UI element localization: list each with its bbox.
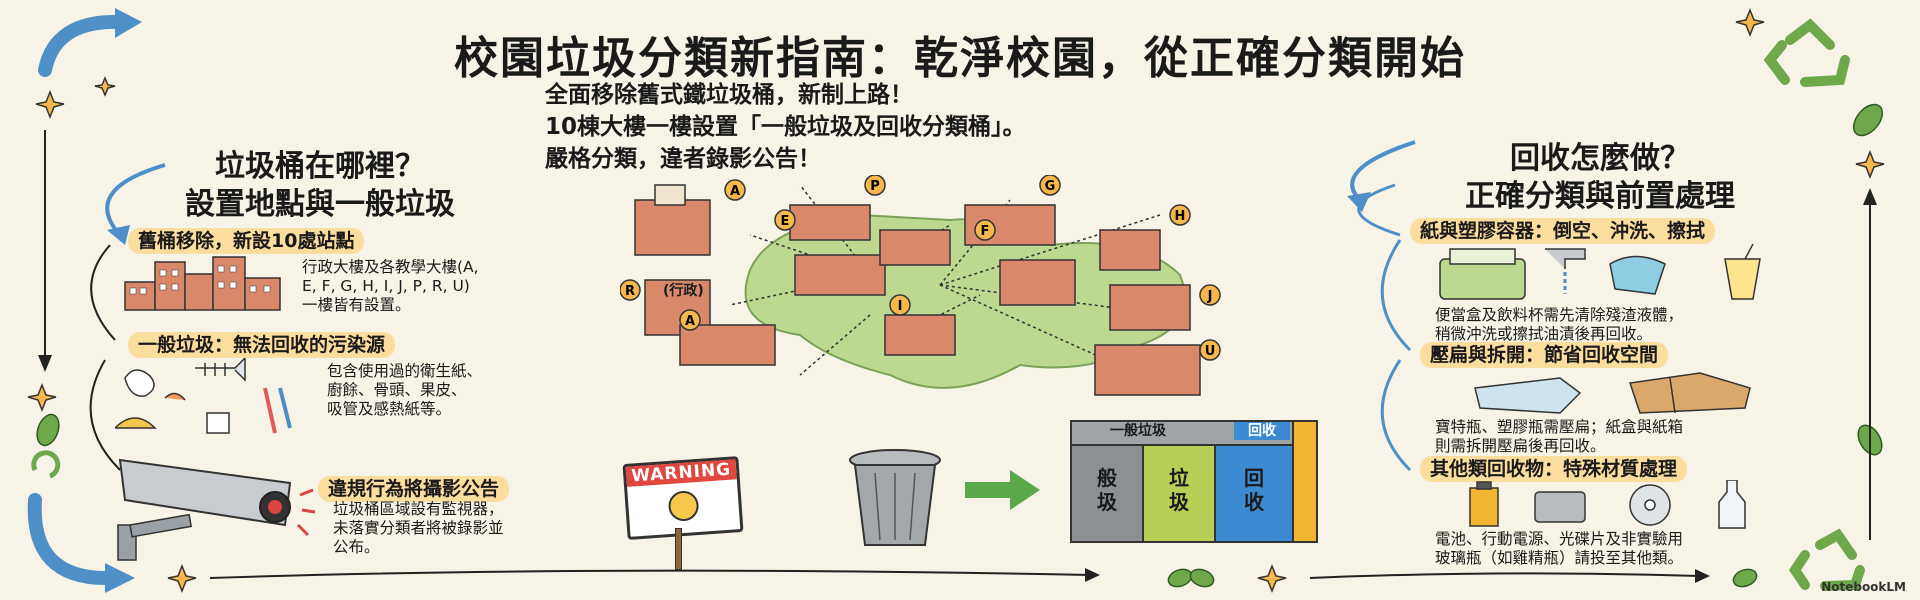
old-trash-can-icon [849,449,941,546]
special-items-icons [1469,480,1746,529]
warning-sign-label: WARNING [625,459,737,487]
left-section-2-line: 包含使用過的衛生紙、 [327,362,483,380]
left-section-2-line: 吸管及感熱紙等。 [327,400,452,418]
right-section-2-body: 寶特瓶、塑膠瓶需壓扁；紙盒與紙箱 則需拆開壓扁後再回收。 [1435,418,1683,456]
right-section-2-line: 寶特瓶、塑膠瓶需壓扁；紙盒與紙箱 [1435,418,1684,436]
left-section-2-title: 一般垃圾：無法回收的污染源 [128,330,396,358]
left-section-3-title: 違規行為將攝影公告 [318,474,510,502]
left-section-1-body: 行政大樓及各教學大樓(A, E, F, G, H, I, J, P, R, U)… [302,258,479,315]
bin-recycle-label: 收 [1244,490,1264,514]
bin-middle: 垃 圾 [1142,444,1216,543]
bin-general-label: 般 [1097,466,1117,490]
left-section-3-label: 違規行為將攝影公告 [318,476,510,502]
smiley-icon [667,489,700,522]
building-cluster-icon [124,256,281,311]
flatten-items-icons [1474,372,1751,414]
left-section-2-line: 廚餘、骨頭、果皮、 [327,381,467,399]
bin-side-panel [1292,420,1318,543]
page-title: 校園垃圾分類新指南：乾淨校園，從正確分類開始 [454,33,1466,84]
left-section-2-body: 包含使用過的衛生紙、 廚餘、骨頭、果皮、 吸管及感熱紙等。 [327,362,482,419]
left-heading-title: 垃圾桶在哪裡？ [215,149,425,184]
bin-panel-recycle-label: 回收 [1234,422,1290,440]
right-section-2-line: 則需拆開壓扁後再回收。 [1435,437,1606,455]
right-section-1-title: 紙與塑膠容器：倒空、沖洗、擦拭 [1410,216,1716,244]
building-label-a2: A [685,314,695,329]
bin-panel-general-label: 一般垃圾 [1110,423,1166,439]
sign-post [675,528,682,570]
right-section-1-body: 便當盒及飲料杯需先清除殘渣液體， 稍微沖洗或擦拭油漬後再回收。 [1435,306,1683,344]
right-section-1-line: 稍微沖洗或擦拭油漬後再回收。 [1435,325,1653,343]
arrow-right-icon [965,470,1040,510]
left-section-2-label: 一般垃圾：無法回收的污染源 [128,332,396,358]
bin-general: 般 圾 [1070,444,1144,543]
general-waste-icons [115,358,292,434]
right-section-3-body: 電池、行動電源、光碟片及非實驗用 玻璃瓶（如雞精瓶）請投至其他類。 [1435,530,1683,568]
left-section-1-line: 行政大樓及各教學大樓(A, [302,258,479,276]
bin-middle-label: 圾 [1169,490,1189,514]
bin-middle-label: 垃 [1169,466,1189,490]
left-section-3-line: 垃圾桶區域設有監視器， [333,500,504,518]
building-label-a: A [730,184,740,199]
left-section-1-title: 舊桶移除，新設10處站點 [128,226,365,254]
bin-recycle: 回 收 [1214,444,1294,543]
right-heading-title: 回收怎麼做？ [1510,141,1690,176]
bin-recycle-label: 回 [1244,466,1264,490]
left-section-1-label: 舊桶移除，新設10處站點 [128,228,365,254]
building-label-h: H [1175,209,1186,224]
left-heading: 垃圾桶在哪裡？ 設置地點與一般垃圾 [110,148,530,224]
warning-sign: WARNING [622,456,744,540]
building-label-e: E [781,214,790,229]
building-label-u: U [1205,344,1216,359]
right-section-1-label: 紙與塑膠容器：倒空、沖洗、擦拭 [1410,218,1716,244]
security-camera-icon [117,458,316,561]
sorting-bin-station: 一般垃圾 回收 般 圾 垃 圾 回 收 [1070,420,1318,545]
campus-map: A P G H E F J R I U A [620,175,1221,396]
building-label-r: R [625,284,635,299]
intro-line-1: 全面移除舊式鐵垃圾桶，新制上路！ [545,82,913,108]
building-label-g: G [1045,179,1056,194]
footer-brand: NotebookLM [1821,580,1906,594]
building-label-p: P [870,179,880,194]
building-label-j: J [1207,289,1213,304]
right-section-2-label: 壓扁與拆開：節省回收空間 [1420,342,1669,368]
right-section-3-line: 電池、行動電源、光碟片及非實驗用 [1435,530,1684,548]
right-section-3-label: 其他類回收物：特殊材質處理 [1420,456,1688,482]
building-label-f: F [981,224,990,239]
right-section-3-line: 玻璃瓶（如雞精瓶）請投至其他類。 [1435,549,1684,567]
intro-line-3: 嚴格分類，違者錄影公告！ [545,146,821,172]
left-section-3-line: 公布。 [333,538,380,556]
right-section-3-title: 其他類回收物：特殊材質處理 [1420,454,1688,482]
wash-containers-icons [1439,244,1761,300]
left-section-3-body: 垃圾桶區域設有監視器， 未落實分類者將被錄影並 公布。 [333,500,504,557]
left-heading-subtitle: 設置地點與一般垃圾 [185,187,455,222]
right-heading-subtitle: 正確分類與前置處理 [1465,179,1735,214]
left-section-1-line: 一樓皆有設置。 [302,296,411,314]
admin-building-label: (行政) [663,283,704,299]
left-section-1-line: E, F, G, H, I, J, P, R, U) [302,277,470,295]
right-section-2-title: 壓扁與拆開：節省回收空間 [1420,340,1669,368]
right-heading: 回收怎麼做？ 正確分類與前置處理 [1390,140,1810,216]
intro-line-2: 10棟大樓一樓設置「一般垃圾及回收分類桶」。 [545,114,1026,140]
right-section-1-line: 便當盒及飲料杯需先清除殘渣液體， [1435,306,1684,324]
bin-general-label: 圾 [1097,490,1117,514]
left-section-3-line: 未落實分類者將被錄影並 [333,519,504,537]
building-label-i: I [898,299,903,314]
